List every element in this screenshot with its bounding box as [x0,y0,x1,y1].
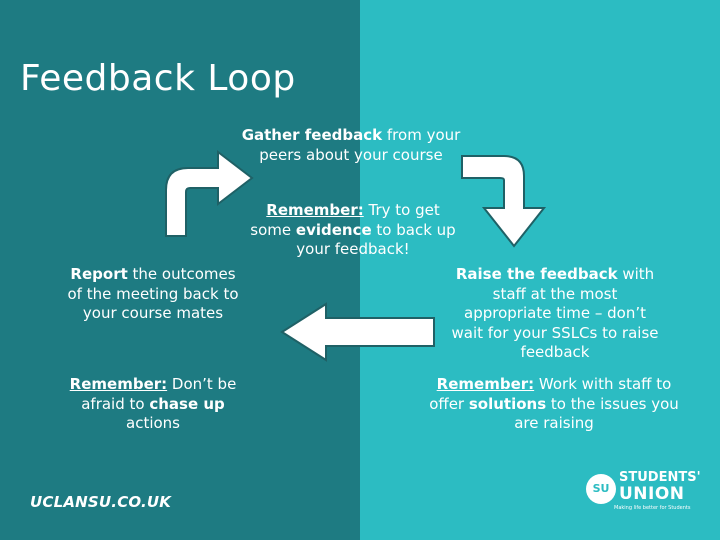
arrow-up-right-icon [165,149,254,237]
logo-mid-text: UNION [619,484,685,504]
step-report: Report the outcomes of the meeting back … [48,265,258,324]
right-panel [360,0,720,540]
logo-tagline: Making life better for Students [614,505,691,511]
step-raise-line3: appropriate time – don’t [464,304,646,322]
arrow-left-icon [280,302,435,362]
step-raise-bold: Raise the feedback [455,265,618,283]
logo-circle: SU [586,474,616,504]
note-solutions-bold: solutions [468,394,547,413]
note-solutions-post: to the issues you [546,394,679,413]
note-chase-text: Don’t be [167,375,237,393]
step-raise-line2: staff at the most [492,284,618,303]
step-raise-line4: wait for your SSLCs to raise [451,323,659,342]
note-solutions-line3: are raising [514,414,594,432]
step-gather-line2: peers about your course [259,145,443,164]
step-raise-text: with [617,265,655,283]
step-raise-line5: feedback [520,343,590,361]
note-evidence-bold: evidence [295,220,372,239]
step-report-text: the outcomes [127,265,236,283]
note-chase-bold: chase up [149,394,225,413]
students-union-logo: SU STUDENTS' UNION Making life better fo… [586,470,701,515]
note-solutions-pre: offer [429,394,469,413]
note-solutions: Remember: Work with staff to offer solut… [424,375,684,434]
left-panel [0,0,360,540]
step-report-bold: Report [70,265,128,283]
note-solutions-text: Work with staff to [534,375,672,393]
note-chase-pre: afraid to [81,394,150,413]
step-raise: Raise the feedback with staff at the mos… [440,265,670,363]
slide-title: Feedback Loop [20,58,296,99]
note-evidence-label: Remember: [266,201,364,219]
note-chase: Remember: Don’t be afraid to chase up ac… [48,375,258,434]
step-gather: Gather feedback from your peers about yo… [230,126,472,165]
step-gather-text: from your [382,126,461,144]
arrow-right-down-icon [461,155,547,248]
step-report-line3: your course mates [82,304,224,322]
logo-top-text: STUDENTS' [619,470,701,485]
footer-url[interactable]: UCLANSU.CO.UK [30,493,172,511]
step-report-line2: of the meeting back to [67,284,239,303]
note-evidence-post: to back up [371,220,456,239]
note-evidence-pre: some [250,220,296,239]
note-evidence-text: Try to get [363,201,440,219]
note-chase-line3: actions [126,414,180,432]
note-chase-label: Remember: [69,375,168,393]
note-evidence-line3: your feedback! [296,240,410,258]
note-solutions-label: Remember: [436,375,535,393]
note-evidence: Remember: Try to get some evidence to ba… [238,201,468,260]
step-gather-bold: Gather feedback [241,126,383,144]
